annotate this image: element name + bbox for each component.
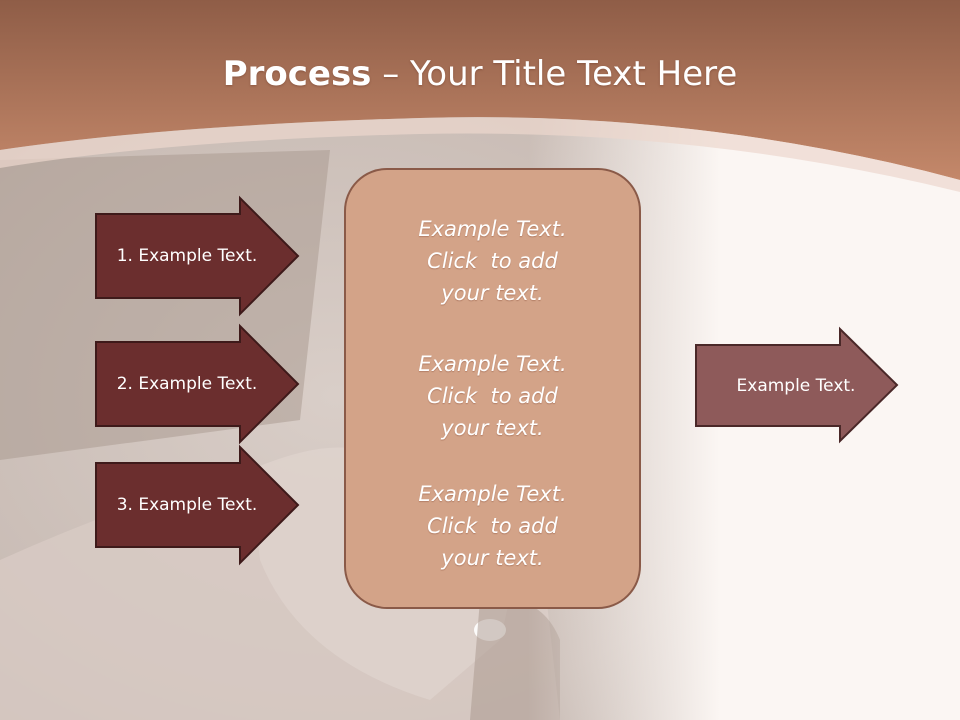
left-arrow-label-3: 3. Example Text. [96,463,278,547]
left-arrow-text-2: 2. Example Text. [116,374,258,394]
left-arrow-text-3: 3. Example Text. [116,495,258,515]
center-block-1-line-2: Click to add [427,249,558,273]
left-arrow-3 [95,444,300,566]
center-block-1-line-1: Example Text. [418,217,567,241]
center-block-1-line-3: your text. [441,281,544,305]
center-block-3-line-1: Example Text. [418,482,567,506]
center-block-3-line-2: Click to add [427,514,558,538]
left-arrow-label-1: 1. Example Text. [96,214,278,298]
title-bold: Process [222,54,372,94]
left-arrow-1 [95,195,300,317]
center-block-3-line-3: your text. [441,546,544,570]
center-block-2: Example Text. Click to add your text. [345,348,640,444]
header-band [0,0,960,180]
center-block-3: Example Text. Click to add your text. [345,478,640,574]
left-arrow-text-1: 1. Example Text. [116,246,258,266]
right-arrow [695,326,899,444]
center-block-2-line-2: Click to add [427,384,558,408]
right-arrow-text: Example Text. [736,375,856,396]
left-arrow-label-2: 2. Example Text. [96,342,278,426]
center-block-2-line-3: your text. [441,416,544,440]
center-block-2-line-1: Example Text. [418,352,567,376]
header-arc [0,117,960,192]
center-block-1: Example Text. Click to add your text. [345,213,640,309]
right-arrow-label: Example Text. [696,345,896,426]
center-box [344,168,641,609]
left-arrow-2 [95,323,300,445]
page-title: Process – Your Title Text Here [0,52,960,96]
title-rest: – Your Title Text Here [371,54,738,94]
